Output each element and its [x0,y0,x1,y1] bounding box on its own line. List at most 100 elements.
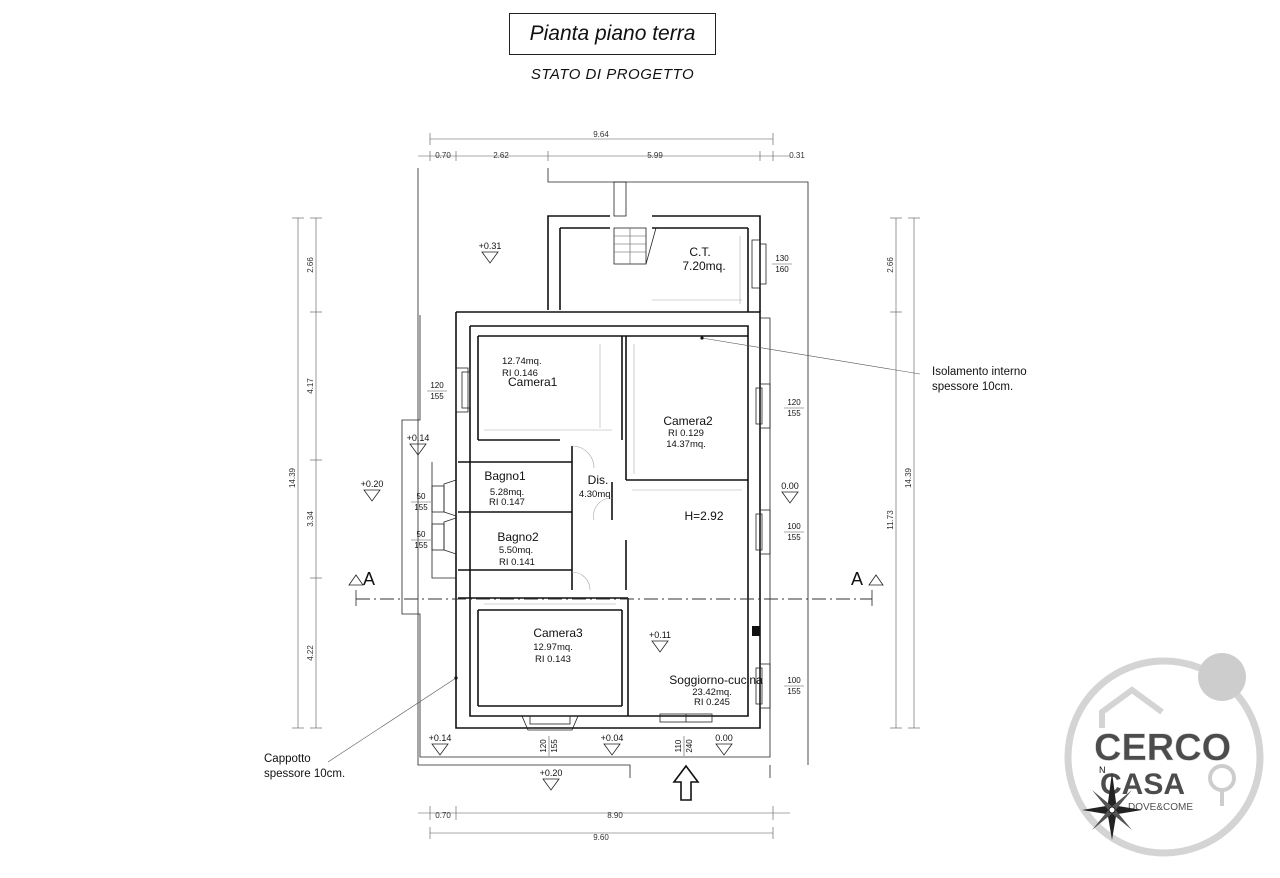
dim-left-c: 3.34 [306,511,315,527]
room-soggiorno-ri: RI 0.245 [694,697,730,708]
room-labels: C.T. 7.20mq. 12.74mq. RI 0.146 Camera1 C… [484,245,763,708]
level-marker-south: +0.20 [540,768,563,791]
dim-top-mid: 2.62 [493,151,509,160]
dim-top-right: 5.99 [647,151,663,160]
svg-text:0.00: 0.00 [715,733,733,743]
svg-text:+0.20: +0.20 [361,479,384,489]
room-bagno1-name: Bagno1 [484,469,526,483]
win-camera2-w: 120 [787,398,801,407]
note-coat-line1: Cappotto [264,753,311,765]
entrance-arrow [672,764,700,801]
dim-left-b: 4.17 [306,378,315,394]
room-camera1-ri: RI 0.146 [502,368,538,379]
dimension-right: 2.66 11.73 14.39 [886,217,920,729]
svg-text:+0.31: +0.31 [479,241,502,251]
plan-subtitle: STATO DI PROGETTO [530,66,695,83]
dim-bottom-left: 0.70 [435,811,451,820]
compass-north-label: N [1099,765,1106,775]
svg-text:+0.04: +0.04 [601,733,624,743]
dim-right-a: 2.66 [886,257,895,273]
dim-top-left: 0.70 [435,151,451,160]
room-camera1-area: 12.74mq. [502,356,542,367]
dim-left-d: 4.22 [306,645,315,661]
note-insulation-line2: spessore 10cm. [932,381,1013,393]
svg-text:+0.11: +0.11 [649,630,671,640]
win-ct-w: 130 [775,254,789,263]
plan-title: Pianta piano terra [509,13,716,55]
room-bagno2-name: Bagno2 [497,530,539,544]
dim-right-b: 11.73 [886,510,895,530]
room-camera3-name: Camera3 [533,626,583,640]
note-insulation-line1: Isolamento interno [932,366,1027,378]
room-bagno1-ri: RI 0.147 [489,497,525,508]
level-marker-living: +0.11 [649,630,671,653]
compass-rose-icon: N [1082,765,1142,840]
site-boundary [417,168,809,778]
win-entrance-w: 110 [674,739,683,752]
window-labels: 130 160 120 155 120 155 50 155 50 155 10… [411,254,804,756]
room-camera2-ri: RI 0.129 [668,428,704,439]
win-bagno2-h: 155 [414,541,428,550]
dim-bottom-mid: 8.90 [607,811,623,820]
dim-bottom-total: 9.60 [593,833,609,842]
room-camera1-name: Camera1 [508,375,558,389]
level-marker-w1: +0.14 [407,433,430,456]
dim-right-total: 14.39 [904,467,913,488]
room-bagno2-area: 5.50mq. [499,545,533,556]
room-camera2-area: 14.37mq. [666,439,706,450]
watermark-tagline: DOVE&COME [1128,802,1193,813]
level-marker-sw: +0.14 [429,733,452,756]
win-entrance-h: 240 [685,739,694,753]
win-camera3-h: 155 [550,739,559,753]
level-marker-s2: 0.00 [715,733,733,756]
room-dis-area: 4.30mq. [579,489,613,500]
room-bagno1-area: 5.28mq. [490,487,524,498]
dimension-bottom: 0.70 8.90 9.60 [418,806,790,842]
dim-left-a: 2.66 [306,257,315,273]
win-camera3-w: 120 [539,739,548,753]
room-camera2-name: Camera2 [663,414,713,428]
win-bagno1-w: 50 [417,492,426,501]
watermark-logo: CERCO CASA DOVE&COME [1064,653,1264,857]
win-bagno2-w: 50 [417,530,426,539]
section-label-right: A [851,569,863,589]
svg-text:0.00: 0.00 [781,481,799,491]
win-soggiorno-e-w: 100 [787,522,801,531]
room-ct-name: C.T. [689,245,710,259]
note-coat: Cappotto spessore 10cm. [264,676,458,780]
win-camera1-w: 120 [430,381,444,390]
room-ct-area: 7.20mq. [682,259,725,273]
room-bagno2-ri: RI 0.141 [499,557,535,568]
room-dis-name: Dis. [588,473,609,487]
dim-top-end: 0.31 [789,151,805,160]
watermark-line1: CERCO [1094,727,1231,769]
dimension-left: 14.39 2.66 4.17 3.34 4.22 [288,217,322,729]
svg-text:+0.14: +0.14 [407,433,430,443]
win-camera2-h: 155 [787,409,801,418]
win-ct-h: 160 [775,265,789,274]
section-line-a-a: A A [348,569,884,606]
win-soggiorno-e2-w: 100 [787,676,801,685]
dimension-top: 9.64 0.70 2.62 5.99 0.31 [418,130,805,161]
svg-text:+0.20: +0.20 [540,768,563,778]
dim-left-total: 14.39 [288,467,297,488]
room-height: H=2.92 [684,509,723,523]
note-insulation: Isolamento interno spessore 10cm. [700,336,1027,393]
win-soggiorno-e2-h: 155 [787,687,801,696]
level-marker-nw: +0.31 [479,241,502,264]
section-label-left: A [363,569,375,589]
dim-top-total: 9.64 [593,130,609,139]
level-markers: +0.31 +0.14 +0.20 0.00 +0.11 +0.14 +0.04 [361,241,799,791]
room-soggiorno-name: Soggiorno-cucina [669,673,763,687]
windows [431,239,771,731]
room-soggiorno-area: 23.42mq. [692,687,732,698]
room-camera3-area: 12.97mq. [533,642,573,653]
level-marker-s1: +0.04 [601,733,624,756]
note-coat-line2: spessore 10cm. [264,768,345,780]
level-marker-w2: +0.20 [361,479,384,502]
svg-text:+0.14: +0.14 [429,733,452,743]
win-bagno1-h: 155 [414,503,428,512]
level-marker-e: 0.00 [781,481,799,504]
room-camera3-ri: RI 0.143 [535,654,571,665]
